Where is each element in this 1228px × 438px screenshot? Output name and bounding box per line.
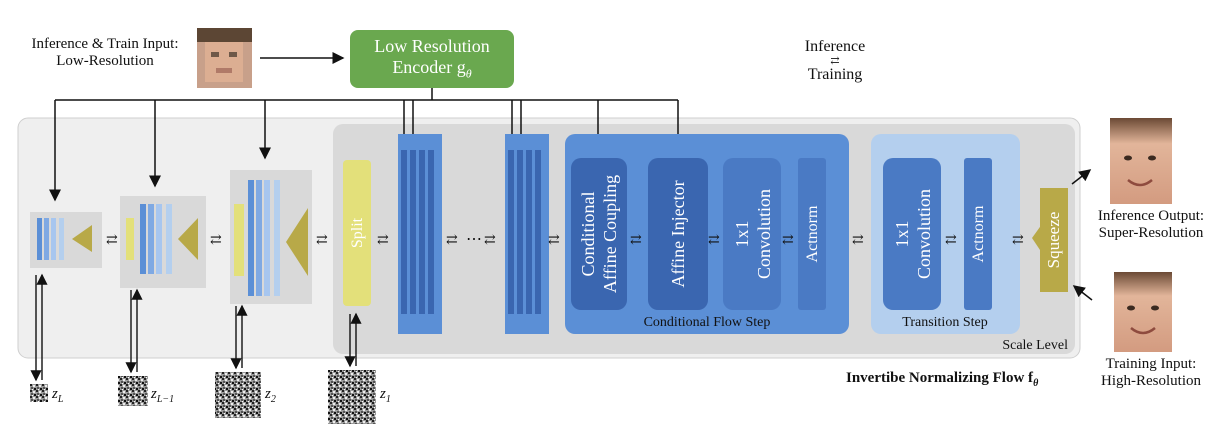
affine-coupling-label-2: Affine Coupling	[600, 175, 620, 293]
svg-text:z2: z2	[264, 386, 276, 405]
training-input-label: Training Input: High-Resolution	[1101, 356, 1201, 390]
transition-conv-label-1: 1x1	[892, 221, 912, 248]
inference-output-label: Inference Output: Super-Resolution	[1097, 208, 1205, 242]
svg-text:⇄: ⇄	[852, 233, 864, 248]
direction-legend: Inference ⇄ Training	[804, 38, 866, 84]
conditional-flow-step-label: Conditional Flow Step	[644, 315, 771, 330]
transition-actnorm-block	[964, 158, 992, 310]
scale-level-label: Scale Level	[1002, 338, 1068, 353]
svg-text:⇄: ⇄	[1012, 233, 1024, 248]
svg-text:z1: z1	[379, 386, 391, 405]
transition-step-label: Transition Step	[902, 315, 987, 330]
squeeze-block	[1040, 188, 1068, 292]
scale-block-2	[230, 170, 312, 304]
svg-text:⇄: ⇄	[708, 233, 720, 248]
scale-block-L	[30, 212, 102, 268]
encoder-box	[350, 30, 514, 88]
encoder-label: Low Resolution Encoder gθ	[374, 36, 490, 81]
svg-text:⇄: ⇄	[316, 233, 328, 248]
split-block	[343, 160, 371, 306]
svg-text:⇄: ⇄	[377, 233, 389, 248]
training-input-arrow	[1072, 285, 1093, 301]
conv-block	[723, 158, 781, 310]
latent-labels: zL zL−1 z2 z1	[51, 386, 391, 405]
svg-text:⇄: ⇄	[210, 233, 222, 248]
scale-block-L-1	[120, 196, 206, 288]
actnorm-block	[798, 158, 826, 310]
high-resolution-training-image	[1114, 272, 1172, 352]
affine-injector-block	[648, 158, 708, 310]
transition-conv-label-2: Convolution	[914, 189, 934, 279]
transition-conv-block	[883, 158, 941, 310]
svg-text:zL−1: zL−1	[150, 386, 174, 405]
latent-z1-image	[328, 370, 376, 424]
low-res-input-image	[197, 28, 252, 88]
svg-text:⇄: ⇄	[548, 233, 560, 248]
svg-text:⇄: ⇄	[945, 233, 957, 248]
transition-actnorm-label: Actnorm	[970, 205, 987, 262]
conv-label-1: 1x1	[732, 221, 752, 248]
flow-step-stack-2	[505, 134, 549, 334]
svg-text:⇄: ⇄	[630, 233, 642, 248]
svg-text:zL: zL	[51, 386, 64, 405]
conv-label-2: Convolution	[754, 189, 774, 279]
squeeze-label: Squeeze	[1044, 212, 1063, 269]
flow-step-stack-1	[398, 134, 442, 334]
super-resolution-output-image	[1110, 118, 1172, 204]
split-label: Split	[349, 217, 366, 248]
flow-title: Invertibe Normalizing Flow fθ	[846, 370, 1039, 389]
affine-coupling-label-1: Conditional	[578, 192, 598, 277]
output-arrow	[1071, 169, 1092, 185]
latent-zL-image	[30, 384, 48, 402]
latent-z2-image	[215, 372, 261, 418]
svg-text:⇄: ⇄	[446, 233, 458, 248]
bidirectional-arrows: ⇄ ⇄ ⇄ ⇄ ⇄ ⇄ ⇄ ⇄ ⇄ ⇄ ⇄ ⇄ ⇄	[106, 233, 1024, 248]
latent-arrows	[30, 273, 362, 382]
flow-steps-ellipsis: ⋯	[466, 231, 482, 248]
svg-text:⇄: ⇄	[782, 233, 794, 248]
input-label: Inference & Train Input: Low-Resolution	[31, 36, 179, 70]
affine-coupling-block	[571, 158, 627, 310]
svg-text:⇄: ⇄	[484, 233, 496, 248]
actnorm-label: Actnorm	[804, 205, 821, 262]
latent-zL-1-image	[118, 376, 148, 406]
affine-injector-label: Affine Injector	[668, 180, 688, 287]
svg-text:⇄: ⇄	[106, 233, 118, 248]
